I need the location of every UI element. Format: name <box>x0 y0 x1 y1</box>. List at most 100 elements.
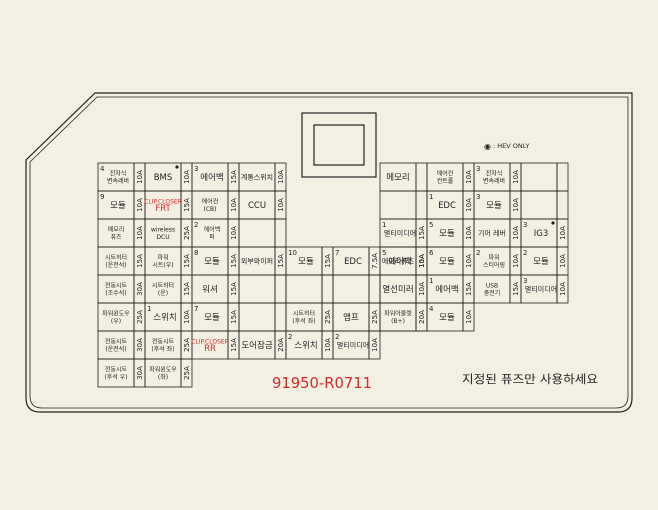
fuse-amperage: 15A <box>136 254 144 268</box>
relay-inner-frame <box>313 124 365 166</box>
fuse-circuit-label: 파워윈도우(좌) <box>149 366 177 382</box>
fuse-amperage: 25A <box>371 310 379 324</box>
fuse-circuit-label: 전동시트(조수석) <box>105 282 128 298</box>
part-number: 91950-R0711 <box>272 374 372 392</box>
fuse-circuit-label: 기어 레버 <box>478 228 506 237</box>
fuse-amperage: 10A <box>230 198 238 212</box>
fuse-amperage: 15A <box>183 198 191 212</box>
fuse-circuit-label: 열선미러 <box>382 285 413 295</box>
fuse-slot <box>238 302 287 332</box>
fuse-slot: 메모리 <box>379 162 428 192</box>
fuse-position-number: 3 <box>476 165 480 173</box>
fuse-circuit-label: 메모리 <box>386 173 409 183</box>
fuse-circuit-label: 계통스위치 <box>241 172 273 181</box>
fuse-position-number: 2 <box>288 333 292 341</box>
fuse-circuit-label: 모듈 <box>204 313 220 323</box>
fuse-circuit-label: 모듈 <box>204 257 220 267</box>
fuse-amperage: 15A <box>230 254 238 268</box>
fuse-circuit-label: 모듈 <box>110 201 126 211</box>
fuse-slot: 시트히터(운)15A <box>144 274 193 304</box>
fuse-amperage: 15A <box>183 254 191 268</box>
fuse-slot: 파워윈도우(우) 25A <box>97 302 146 332</box>
fuse-circuit-label: EDC <box>344 257 362 267</box>
fuse-circuit-label: 전동시트(후석 좌) <box>151 338 174 354</box>
fuse-position-number: 3 <box>476 193 480 201</box>
fuse-amperage: 10A <box>512 254 520 268</box>
fuse-circuit-label: 전동시트(운전석) <box>105 338 128 354</box>
fuse-amperage: 30A <box>136 282 144 296</box>
fuse-circuit-label: 에어백 <box>200 172 223 183</box>
fuse-circuit-label: 시트히터(후석 좌) <box>292 310 315 326</box>
fuse-amperage: 10A <box>230 226 238 240</box>
fuse-label-box <box>238 302 276 332</box>
fuse-label-box <box>285 274 323 304</box>
fuse-amp-box <box>415 190 428 220</box>
fuse-amp-box <box>274 218 287 248</box>
fuse-position-number: 3 <box>523 221 527 229</box>
fuse-amp-box <box>274 302 287 332</box>
fuse-amperage: 10A <box>512 198 520 212</box>
fuse-slot <box>520 190 569 220</box>
fuse-circuit-label: 파워윈도우(우) <box>102 310 130 326</box>
fuse-circuit-label: 스위치 <box>153 313 176 323</box>
fuse-position-number: 9 <box>100 193 104 201</box>
fuse-position-number: 4 <box>100 165 105 173</box>
fuse-amperage: 15A <box>465 282 473 296</box>
panel-outline-inner <box>29 96 629 409</box>
fuse-label-box <box>238 274 276 304</box>
fuse-amperage: 25A <box>183 366 191 380</box>
fuse-amperage: 30A <box>136 338 144 352</box>
fuse-position-number: 2 <box>476 249 480 257</box>
fuse-slot <box>332 274 381 304</box>
fuse-circuit-label: BMS <box>154 173 173 183</box>
fuse-slot: 시트히터(운전석)15A <box>97 246 146 276</box>
fuse-circuit-label: 파워아울렛(B+) <box>384 310 412 326</box>
fuse-amperage: 7.5A <box>371 253 379 269</box>
fuse-amperage: 15A <box>230 170 238 184</box>
fuse-circuit-label: 앰프 <box>343 312 359 323</box>
fuse-amperage: 10A <box>371 338 379 352</box>
fuse-label-box <box>238 218 276 248</box>
fuse-amp-box <box>556 162 569 192</box>
fuse-amperage: 10A <box>277 170 285 184</box>
fuse-circuit-label: 멀티미디어 <box>525 284 557 293</box>
fuse-position-number: 10 <box>288 249 297 257</box>
fuse-circuit-label: 모듈 <box>439 257 455 267</box>
fuse-circuit-label: IG3 <box>534 229 549 239</box>
fuse-amperage: 10A <box>465 198 473 212</box>
fuse-amperage: 25A <box>136 310 144 324</box>
fuse-slot <box>379 190 428 220</box>
fuse-amperage: 25A <box>183 226 191 240</box>
fuse-amperage: 25A <box>324 310 332 324</box>
fuse-amperage: 15A <box>277 254 285 268</box>
fuse-position-number: 1 <box>382 221 386 229</box>
fuse-position-number: 5 <box>382 249 386 257</box>
fuse-slot: 전동시트(후석 좌)25A <box>144 330 193 360</box>
fuse-amp-box <box>462 302 475 332</box>
hev-only-dot <box>175 165 179 169</box>
fuse-notice-text: 지정된 퓨즈만 사용하세요 <box>462 372 598 386</box>
fuse-amperage: 20A <box>418 310 426 324</box>
